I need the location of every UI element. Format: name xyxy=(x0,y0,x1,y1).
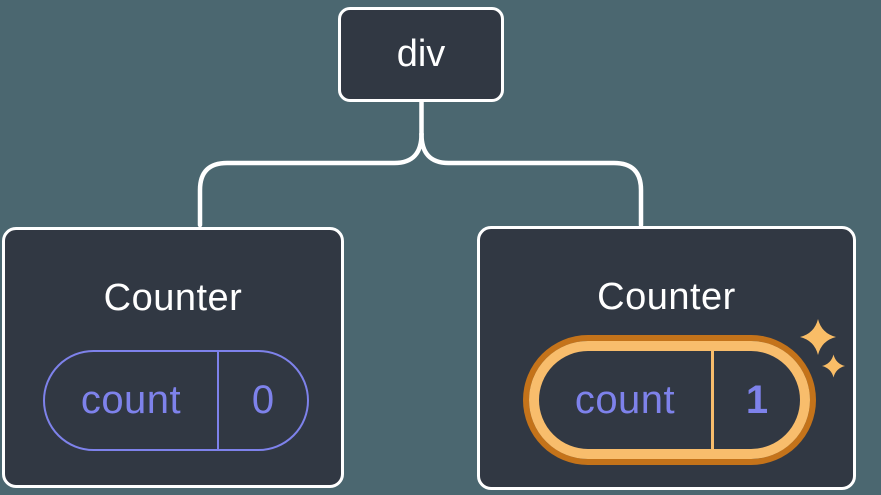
state-value: 1 xyxy=(711,351,800,449)
state-key-label: count xyxy=(574,377,676,422)
state-pill: count 0 xyxy=(43,350,309,451)
connector-branch-left xyxy=(197,131,424,228)
state-value: 0 xyxy=(217,352,307,449)
tree-node-div: div xyxy=(338,7,504,102)
counter-card-initial: Counter count 0 xyxy=(2,227,344,488)
connector-branch-right xyxy=(419,131,644,228)
state-pill-highlighted: count 1 xyxy=(529,341,810,459)
component-name-label: Counter xyxy=(103,277,243,319)
component-name-label: Counter xyxy=(597,276,736,318)
state-key-label: count xyxy=(80,378,182,422)
root-node-label: div xyxy=(396,33,446,75)
counter-card-highlighted: Counter count 1 xyxy=(477,226,856,490)
